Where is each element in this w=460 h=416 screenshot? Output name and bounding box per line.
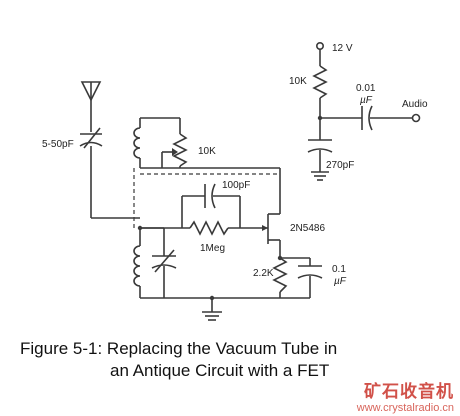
- r-22k-label: 2.2K: [253, 268, 274, 279]
- regeneration-potentiometer: [161, 133, 188, 168]
- ground-symbol-bottom: [202, 311, 222, 321]
- output-coupling-capacitor: [361, 105, 373, 131]
- watermark-title: 矿石收音机: [364, 382, 454, 401]
- source-bypass-capacitor: [297, 265, 323, 279]
- c-001-unit-label: µF: [360, 95, 373, 106]
- caption-line-2: an Antique Circuit with a FET: [110, 361, 330, 380]
- ground-symbol-top: [311, 171, 329, 181]
- supply-label: 12 V: [332, 43, 353, 54]
- fet-receiver-schematic: 5-50pF 10K 12 V: [42, 41, 428, 321]
- c-270pf-label: 270pF: [326, 160, 354, 171]
- source-resistor-2k2: [272, 257, 288, 293]
- tickler-coil: [133, 118, 141, 168]
- load-resistor: [312, 65, 328, 118]
- bypass-capacitor-270pf: [307, 139, 333, 153]
- audio-output-terminal: [411, 113, 421, 123]
- antenna-symbol: [80, 81, 102, 102]
- supply-terminal: [315, 41, 324, 66]
- grid-leak-resistor-1meg: [189, 220, 229, 236]
- trimmer-cap-label: 5-50pF: [42, 139, 74, 150]
- tuning-capacitor: [151, 249, 177, 273]
- watermark-url: www.crystalradio.cn: [356, 402, 454, 414]
- c-100pf-label: 100pF: [222, 180, 250, 191]
- jfet-transistor: [262, 213, 280, 244]
- r-10k-top-label: 10K: [289, 76, 307, 87]
- trimmer-capacitor: [79, 127, 103, 149]
- site-watermark: 矿石收音机 www.crystalradio.cn: [357, 377, 454, 414]
- c-01-label: 0.1: [332, 264, 346, 275]
- grid-capacitor-100pf: [204, 183, 216, 209]
- antenna-coil: [133, 245, 141, 287]
- r-1meg-label: 1Meg: [200, 243, 225, 254]
- c-01-unit-label: µF: [334, 276, 347, 287]
- audio-label: Audio: [402, 99, 428, 110]
- caption-line-1: Figure 5-1: Replacing the Vacuum Tube in: [20, 339, 338, 358]
- jfet-label: 2N5486: [290, 223, 325, 234]
- pot-10k-label: 10K: [198, 146, 216, 157]
- c-001-label: 0.01: [356, 83, 376, 94]
